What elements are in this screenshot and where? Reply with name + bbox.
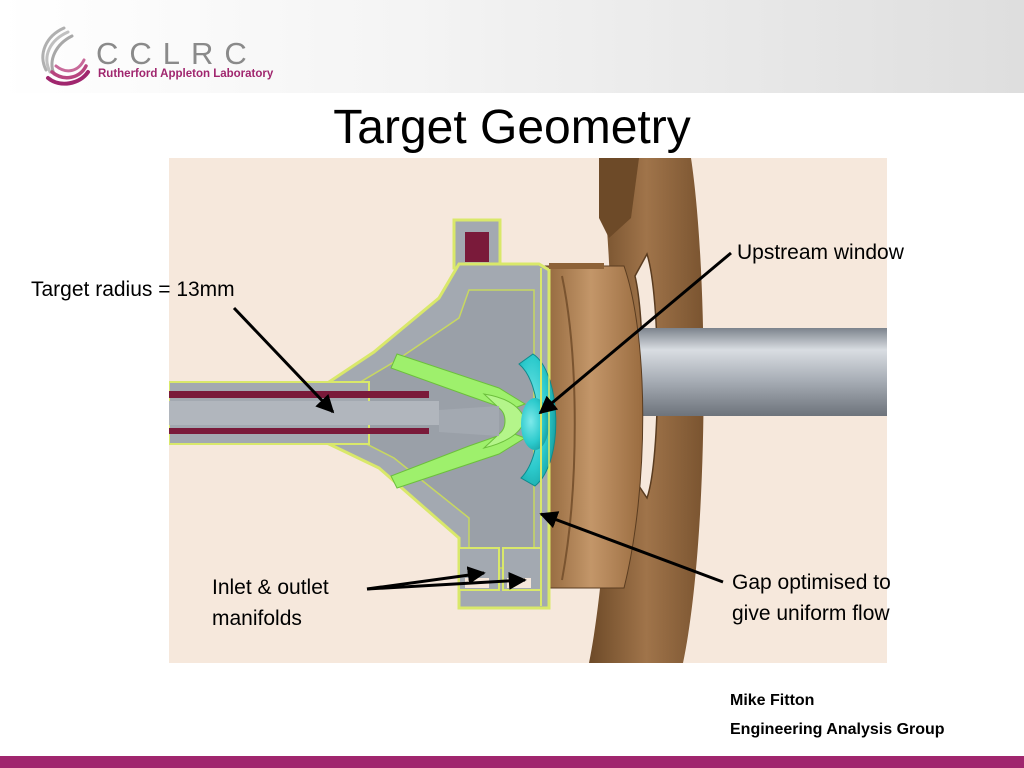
gap-arrow: [539, 511, 724, 584]
manifolds-label-line2: manifolds: [212, 607, 302, 630]
disc-flange: [538, 265, 644, 589]
target-radius-label: Target radius = 13mm: [31, 278, 235, 301]
upstream-window-label: Upstream window: [737, 241, 904, 264]
author-name: Mike Fitton: [730, 692, 815, 709]
gap-label-line1: Gap optimised to: [732, 571, 891, 594]
page-title: Target Geometry: [333, 101, 691, 154]
logo-subtitle: Rutherford Appleton Laboratory: [98, 68, 274, 80]
footer-bar: [0, 756, 1024, 768]
manifolds-label-line1: Inlet & outlet: [212, 576, 329, 599]
target-geometry-diagram: [169, 158, 887, 663]
beam-tube: [637, 328, 887, 416]
manifold-arrow-1: [366, 566, 486, 591]
cclrc-logo: CCLRC Rutherford Appleton Laboratory: [36, 14, 296, 88]
logo-swirl-icon: [41, 26, 90, 86]
header-bar: [0, 0, 1024, 93]
target-radius-arrow: [232, 306, 335, 414]
cad-section-view: [169, 158, 887, 663]
gap-label-line2: give uniform flow: [732, 602, 890, 625]
author-group: Engineering Analysis Group: [730, 721, 945, 738]
logo-letters: CCLRC: [96, 36, 258, 71]
upstream-window-dome: [518, 353, 557, 487]
upstream-window-arrow: [538, 251, 732, 415]
manifold-arrow-2: [366, 571, 527, 591]
center-channel: [482, 393, 526, 449]
